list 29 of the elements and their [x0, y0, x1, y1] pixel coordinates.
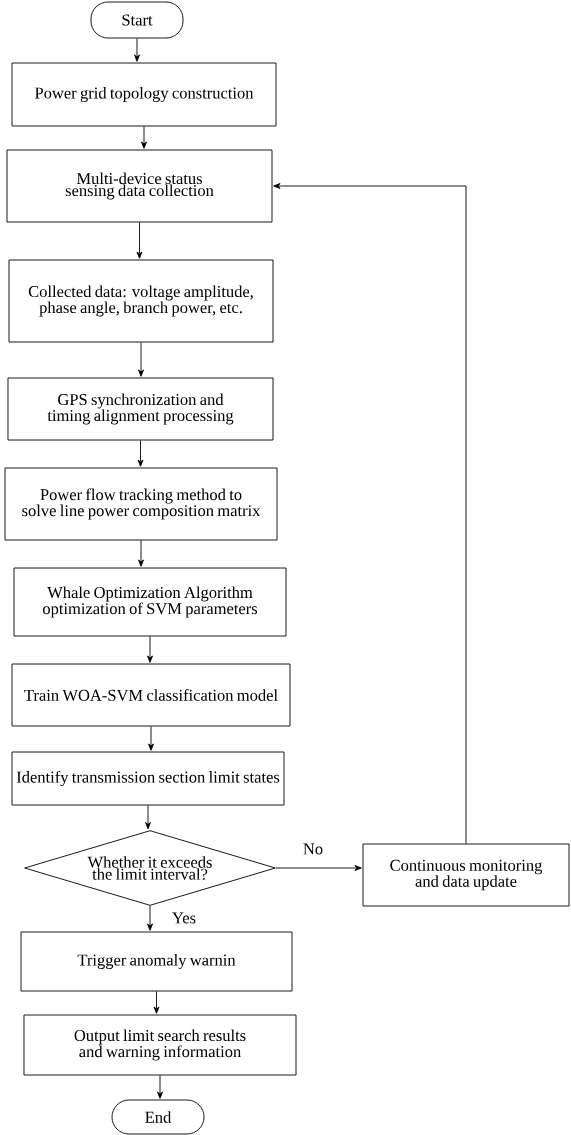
arrow	[273, 183, 467, 844]
terminal-box: End	[111, 1099, 205, 1135]
process-box: Identify transmission section limit states	[11, 751, 285, 806]
arrow	[138, 342, 144, 377]
process-box: Trigger anomaly warnin	[20, 931, 293, 992]
arrow	[157, 1075, 163, 1099]
edge-label: Yes	[171, 911, 197, 925]
arrow	[137, 440, 144, 467]
process-box: Collected data: voltage amplitude, phase angle, branch power, etc.	[8, 259, 274, 343]
arrow	[275, 865, 362, 871]
process-box: Multi-device status sensing data collection	[6, 149, 273, 223]
process-box: GPS synchronization and timing alignment processing	[7, 377, 274, 441]
arrow	[153, 991, 160, 1014]
process-box: Power flow tracking method to solve line power composition matrix	[4, 467, 278, 541]
arrow	[147, 636, 153, 663]
process-box: Continuous monitoring and data update	[362, 843, 570, 907]
arrow	[141, 126, 147, 149]
arrow	[136, 222, 143, 259]
process-box: Whale Optimization Algorithm optimization of SVM parameters	[13, 567, 287, 637]
arrow	[138, 540, 144, 567]
edge-label: No	[301, 842, 325, 856]
arrow	[145, 805, 151, 830]
terminal-box: Start	[90, 1, 184, 39]
process-box: Train WOA-SVM classification model	[11, 663, 291, 727]
process-box: Output limit search results and warning information	[23, 1014, 297, 1076]
arrow	[134, 38, 140, 62]
arrow	[148, 726, 154, 751]
process-box: Power grid topology construction	[11, 62, 277, 127]
arrow	[147, 905, 153, 931]
